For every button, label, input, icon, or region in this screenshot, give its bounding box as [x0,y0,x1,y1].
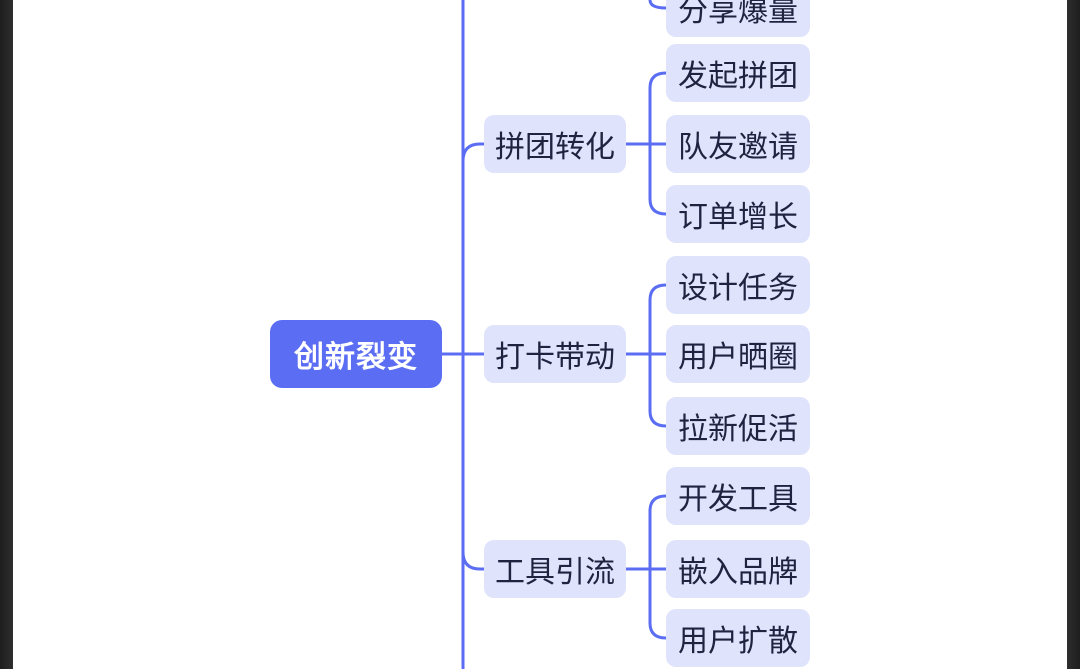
branch-label: 拼团转化 [495,130,615,165]
connector-trunk-branch-1 [461,142,484,162]
leaf-node[interactable]: 用户扩散 [666,609,810,667]
branch-node-2[interactable]: 打卡带动 [484,325,626,383]
leaf-node[interactable]: 设计任务 [666,256,810,314]
branch-node-1[interactable]: 拼团转化 [484,115,626,173]
leaf-node-partial[interactable]: 分享爆量 [666,0,810,37]
branch-node-3[interactable]: 工具引流 [484,540,626,598]
connector-branch-3-leaf-1 [648,494,667,569]
leaf-label: 设计任务 [678,271,798,306]
root-label: 创新裂变 [294,340,418,375]
leaf-label: 嵌入品牌 [678,555,798,590]
leaf-label: 用户晒圈 [678,340,798,375]
viewer-margin-left [0,0,13,669]
leaf-label: 拉新促活 [678,412,798,447]
leaf-node[interactable]: 嵌入品牌 [666,540,810,598]
connector-branch-3-leaf-3 [648,569,667,640]
leaf-node[interactable]: 用户晒圈 [666,325,810,383]
root-node[interactable]: 创新裂变 [270,320,442,388]
leaf-label: 队友邀请 [678,130,798,165]
leaf-node[interactable]: 发起拼团 [666,44,810,102]
leaf-label: 分享爆量 [678,0,798,29]
viewer-margin-right [1067,0,1080,669]
leaf-label: 开发工具 [678,482,798,517]
leaf-label: 发起拼团 [678,59,798,94]
connector-branch-2-leaf-3 [648,354,667,428]
connector-trunk-branch-3 [461,551,484,571]
connector-branch-2-leaf-1 [648,283,667,354]
leaf-label: 订单增长 [678,200,798,235]
leaf-node[interactable]: 队友邀请 [666,115,810,173]
leaf-node[interactable]: 订单增长 [666,185,810,243]
leaf-node[interactable]: 拉新促活 [666,397,810,455]
branch-label: 打卡带动 [495,340,615,375]
leaf-label: 用户扩散 [678,624,798,659]
connector-partial-leaf [648,0,667,10]
connector-branch-1-leaf-1 [648,71,667,144]
branch-label: 工具引流 [495,555,615,590]
connector-branch-1-leaf-3 [648,144,667,216]
leaf-node[interactable]: 开发工具 [666,467,810,525]
